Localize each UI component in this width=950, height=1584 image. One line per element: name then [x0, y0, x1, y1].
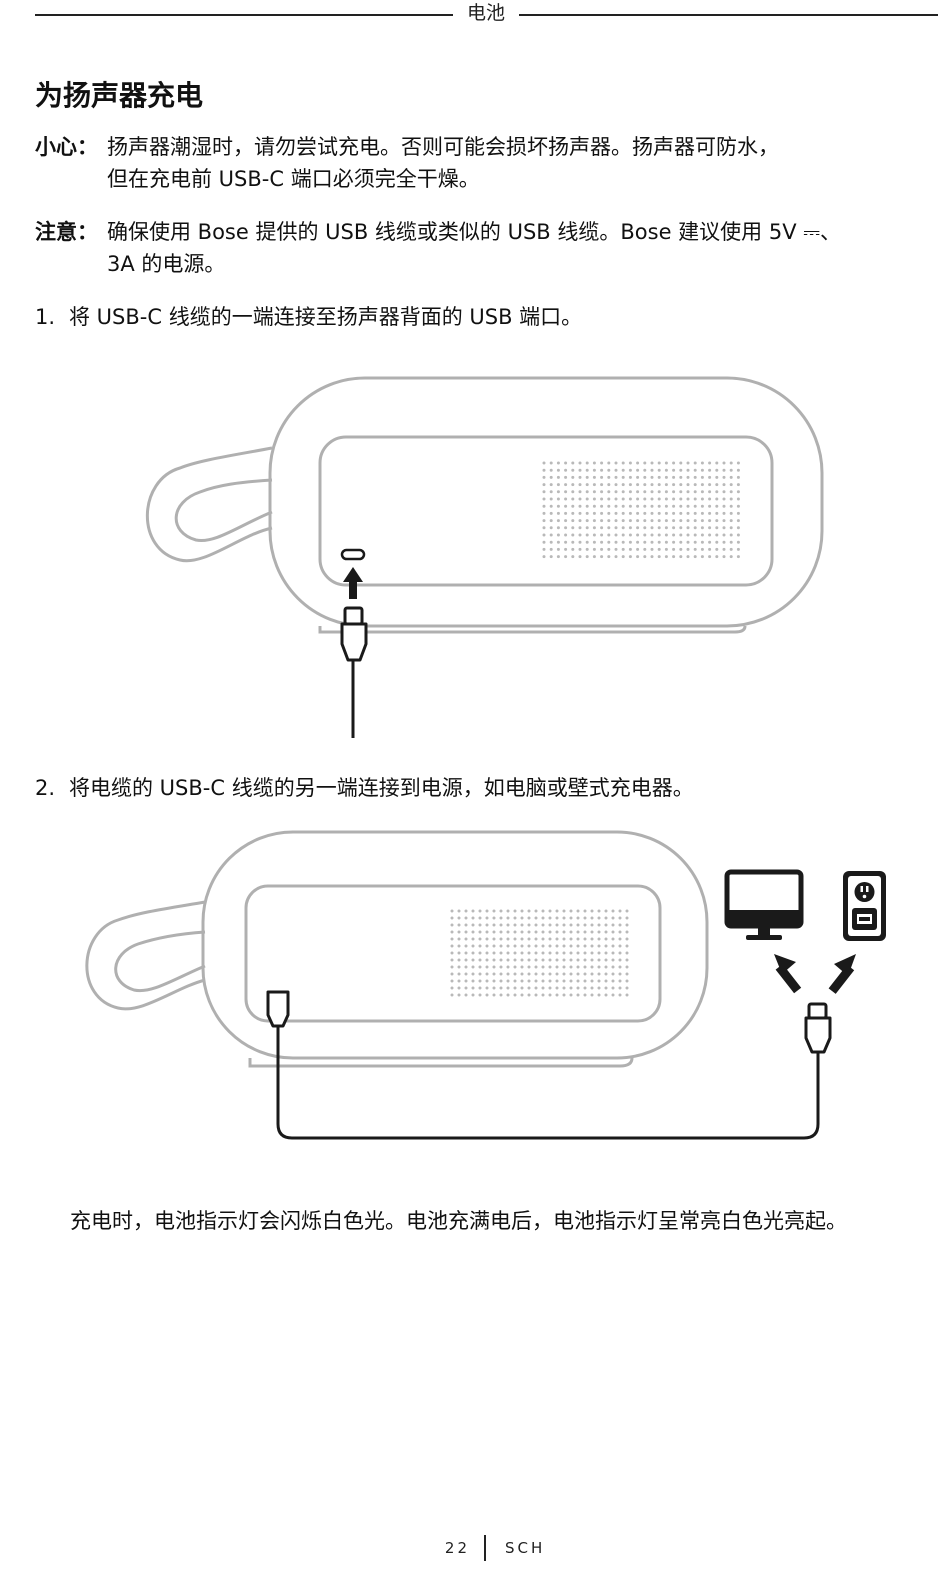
step-text: 将 USB-C 线缆的一端连接至扬声器背面的 USB 端口。 [69, 305, 583, 329]
caution-text: 扬声器潮湿时，请勿尝试充电。否则可能会损坏扬声器。扬声器可防水， 但在充电前 U… [107, 135, 779, 191]
speaker-body-outline [201, 830, 709, 1060]
speaker-base-shadow [248, 1057, 634, 1068]
usb-c-port-icon [340, 548, 366, 561]
wall-outlet-icon [843, 871, 886, 941]
speaker-grille [450, 909, 629, 997]
page-footer: 22 SCH [0, 1535, 950, 1565]
header-rule-right [519, 14, 938, 16]
arrow-up-icon [343, 567, 363, 599]
speaker-panel [318, 435, 774, 587]
usb-c-plug-icon [804, 1002, 832, 1054]
strap-outer [85, 900, 206, 1011]
strap-outer [145, 446, 273, 563]
step-1: 1. 将 USB-C 线缆的一端连接至扬声器背面的 USB 端口。 [35, 301, 582, 333]
arrow-up-right-icon [828, 954, 856, 994]
strap-inner [114, 930, 206, 993]
usb-c-plug-icon [266, 990, 290, 1028]
caution-note: 小心： 扬声器潮湿时，请勿尝试充电。否则可能会损坏扬声器。扬声器可防水， 但在充… [35, 131, 940, 195]
charging-source-illustration [85, 830, 886, 1140]
section-title: 电池 [466, 2, 505, 24]
step-number: 2. [35, 776, 56, 800]
page-number: 22 [444, 1539, 470, 1557]
header-rule-left [35, 14, 453, 16]
caution-label: 小心： [35, 135, 98, 159]
notice-label: 注意： [35, 220, 98, 244]
charging-result-text: 充电时，电池指示灯会闪烁白色光。电池充满电后，电池指示灯呈常亮白色光亮起。 [70, 1209, 847, 1233]
speaker-panel [244, 884, 662, 1023]
step-text: 将电缆的 USB-C 线缆的另一端连接到电源，如电脑或壁式充电器。 [69, 776, 694, 800]
notice-note: 注意： 确保使用 Bose 提供的 USB 线缆或类似的 USB 线缆。Bose… [35, 216, 940, 280]
notice-text: 确保使用 Bose 提供的 USB 线缆或类似的 USB 线缆。Bose 建议使… [107, 220, 842, 276]
language-code: SCH [505, 1539, 546, 1557]
speaker-grille [542, 461, 740, 559]
computer-monitor-icon [724, 869, 804, 940]
speaker-back-illustration [145, 376, 824, 738]
arrow-up-left-icon [774, 954, 802, 994]
page-heading: 为扬声器充电 [35, 79, 204, 112]
usb-c-plug-icon [340, 606, 368, 662]
step-number: 1. [35, 305, 56, 329]
strap-inner [174, 478, 273, 543]
speaker-body-outline [268, 376, 824, 628]
footer-separator [484, 1535, 486, 1561]
speaker-base-shadow [318, 625, 747, 634]
usb-cable [276, 1026, 820, 1140]
step-2: 2. 将电缆的 USB-C 线缆的另一端连接到电源，如电脑或壁式充电器。 [35, 772, 694, 804]
